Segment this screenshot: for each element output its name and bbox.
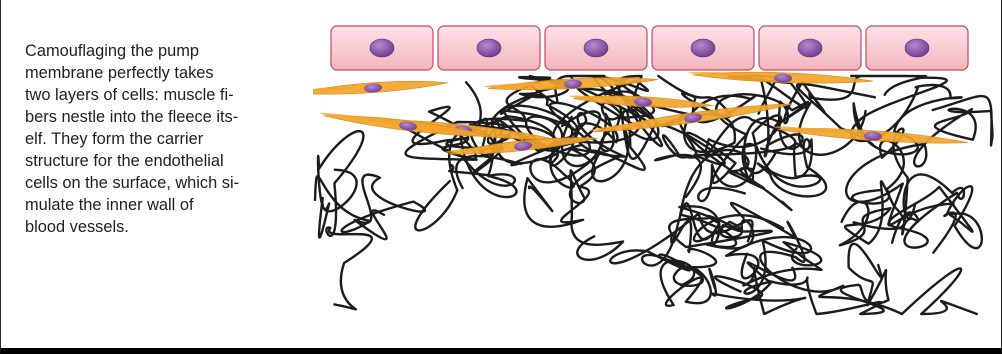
fleece-fiber: [889, 175, 982, 253]
caption-line: structure for the endothelial: [25, 150, 297, 172]
endothelial-nucleus: [370, 39, 394, 57]
endothelial-cell: [866, 26, 968, 70]
caption-line: mulate the inner wall of: [25, 194, 297, 216]
endothelial-nucleus: [584, 39, 608, 57]
endothelial-nucleus: [477, 39, 501, 57]
fleece-fiber-mesh: [315, 76, 993, 314]
endothelial-nucleus: [798, 39, 822, 57]
caption-line: blood vessels.: [25, 216, 297, 238]
endothelial-cell: [331, 26, 433, 70]
caption-line: cells on the surface, which si-: [25, 172, 297, 194]
endothelial-nucleus: [691, 39, 715, 57]
endothelial-cell-layer: [331, 26, 968, 70]
caption-line: Camouflaging the pump: [25, 40, 297, 62]
fleece-fiber: [315, 175, 425, 240]
caption-line: elf. They form the carrier: [25, 128, 297, 150]
figure-caption: Camouflaging the pump membrane perfectly…: [25, 40, 297, 238]
endothelial-cell: [652, 26, 754, 70]
fleece-fiber: [610, 213, 752, 305]
endothelial-nucleus: [905, 39, 929, 57]
caption-line: two layers of cells: muscle fi-: [25, 84, 297, 106]
muscle-fiber: [313, 78, 448, 98]
caption-line: membrane perfectly takes: [25, 62, 297, 84]
endothelial-cell: [545, 26, 647, 70]
endothelial-cell: [438, 26, 540, 70]
caption-line: bers nestle into the fleece its-: [25, 106, 297, 128]
endothelial-cell: [759, 26, 861, 70]
fleece-fiber: [669, 150, 791, 248]
membrane-illustration: [313, 18, 997, 332]
